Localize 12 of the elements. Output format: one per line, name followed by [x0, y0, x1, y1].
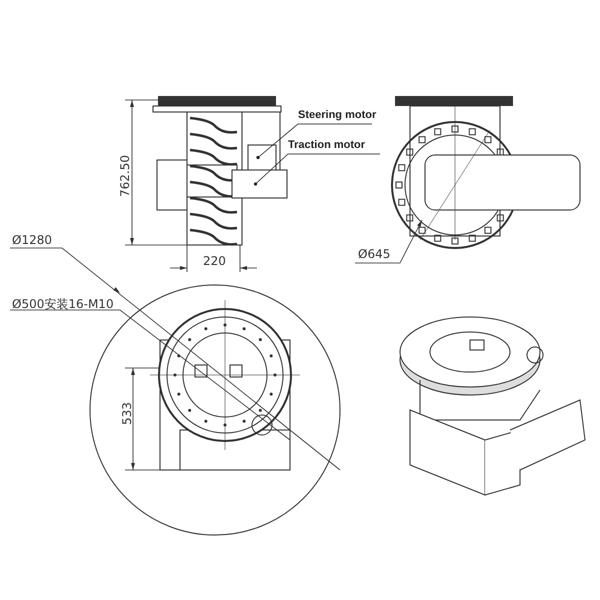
dimension-label: 762.50: [118, 155, 132, 197]
leader-line: [256, 124, 372, 160]
motor-housing: [232, 170, 288, 198]
callout-label: Steering motor: [298, 109, 376, 121]
dimension-label: 220: [203, 254, 226, 268]
dimension-label: Ø1280: [12, 233, 52, 247]
leader-line: [254, 154, 380, 186]
dimension-label: Ø645: [358, 247, 390, 261]
dimension-label: 533: [120, 402, 134, 425]
callout-label: Traction motor: [288, 139, 366, 151]
motor-housing: [248, 144, 276, 170]
dimension-label: Ø500安装16-M10: [12, 296, 114, 313]
